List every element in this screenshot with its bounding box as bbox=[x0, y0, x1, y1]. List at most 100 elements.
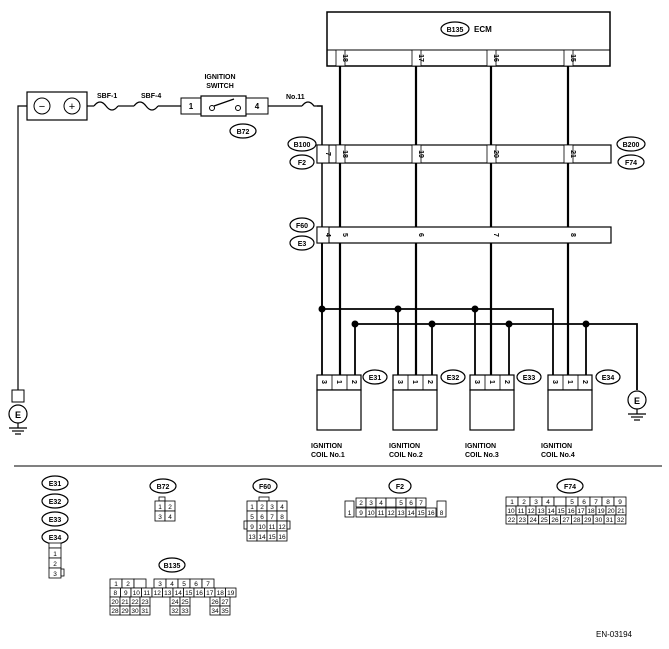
pin-number: 20 bbox=[607, 508, 615, 515]
connector-code: F60 bbox=[296, 223, 308, 230]
pin-number: 21 bbox=[121, 599, 129, 606]
coil-pin: 1 bbox=[335, 380, 342, 384]
coil-label: COIL No.1 bbox=[311, 452, 345, 459]
coil-code-badge bbox=[595, 369, 621, 385]
pin-number: 1 bbox=[53, 551, 57, 558]
connector-code: E3 bbox=[298, 241, 307, 248]
pin-number: 15 bbox=[557, 508, 565, 515]
connector-code-badge bbox=[252, 478, 278, 494]
pin-number: 17 bbox=[577, 508, 585, 515]
pin-number: 14 bbox=[407, 510, 415, 517]
connector-code: B200 bbox=[623, 142, 640, 149]
coil-pin: 3 bbox=[551, 380, 558, 384]
pin-number: 3 bbox=[158, 514, 162, 521]
coil-label: IGNITION bbox=[311, 443, 342, 450]
pin-number: 9 bbox=[250, 524, 254, 531]
connector-code: F60 bbox=[259, 484, 271, 491]
pin-number: 4 bbox=[170, 581, 174, 588]
ecm-pin: 18 bbox=[341, 54, 348, 62]
pin-cell bbox=[219, 605, 231, 616]
pin-number: 15 bbox=[417, 510, 425, 517]
ecm-pin: 16 bbox=[492, 54, 499, 62]
connector-pin: 5 bbox=[341, 233, 348, 237]
pin-cell bbox=[139, 605, 151, 616]
pin-number: 10 bbox=[507, 508, 515, 515]
pin-number: 31 bbox=[606, 517, 614, 524]
coil-label: COIL No.3 bbox=[465, 452, 499, 459]
pin-number: 13 bbox=[248, 534, 256, 541]
pin-number: 23 bbox=[141, 599, 149, 606]
pin-number: 20 bbox=[111, 599, 119, 606]
battery-plus: + bbox=[69, 101, 75, 113]
ground-symbol: E bbox=[8, 404, 28, 435]
pin-number: 5 bbox=[570, 499, 574, 506]
ignition-coil: 3 1 2 E33 IGNITION COIL No.3 bbox=[465, 369, 542, 459]
pin-number: 22 bbox=[508, 517, 516, 524]
coil-code: E33 bbox=[523, 375, 536, 382]
ground-symbol: E bbox=[627, 390, 647, 421]
pin-number: 9 bbox=[359, 510, 363, 517]
coil-label: COIL No.4 bbox=[541, 452, 575, 459]
pin-number: 7 bbox=[270, 514, 274, 521]
pin-number: 35 bbox=[221, 608, 229, 615]
pin-cell bbox=[614, 514, 627, 525]
ignition-coil: 3 1 2 E31 IGNITION COIL No.1 bbox=[311, 369, 388, 459]
pin-number: 13 bbox=[164, 590, 172, 597]
power-bus bbox=[321, 243, 554, 375]
coil-pin: 2 bbox=[581, 380, 588, 384]
connector-code-badge bbox=[556, 478, 584, 494]
pin-number: 10 bbox=[258, 524, 266, 531]
pin-number: 10 bbox=[133, 590, 141, 597]
pin-number: 6 bbox=[409, 500, 413, 507]
pin-number: 21 bbox=[617, 508, 625, 515]
coil-pin: 2 bbox=[350, 380, 357, 384]
connector-code: E31 bbox=[49, 481, 62, 488]
connector-pin: 21 bbox=[569, 150, 576, 158]
pin-number: 8 bbox=[606, 499, 610, 506]
pin-number: 8 bbox=[440, 510, 444, 517]
connector-code: B72 bbox=[157, 484, 170, 491]
pin-number: 22 bbox=[131, 599, 139, 606]
pin-cell bbox=[225, 587, 237, 598]
connector-code-badge bbox=[617, 154, 645, 170]
coil-label: IGNITION bbox=[389, 443, 420, 450]
switch-pin: 4 bbox=[255, 102, 260, 111]
pin-number: 32 bbox=[617, 517, 625, 524]
connector-code-badge bbox=[41, 511, 69, 527]
pin-number: 5 bbox=[250, 514, 254, 521]
ecm-pin: 15 bbox=[569, 54, 576, 62]
coil-code: E31 bbox=[369, 375, 382, 382]
ecm-pin: 17 bbox=[417, 54, 424, 62]
pin-number: 12 bbox=[278, 524, 286, 531]
pin-number: 18 bbox=[217, 590, 225, 597]
pin-number: 28 bbox=[573, 517, 581, 524]
coil-label: COIL No.2 bbox=[389, 452, 423, 459]
coil-pin: 3 bbox=[396, 380, 403, 384]
pin-number: 3 bbox=[53, 571, 57, 578]
pin-cell bbox=[344, 500, 355, 518]
connector-pin: 7 bbox=[324, 152, 331, 156]
coil-pin: 1 bbox=[411, 380, 418, 384]
connector-pin: 8 bbox=[569, 233, 576, 237]
pin-cell bbox=[276, 530, 288, 542]
pin-number: 9 bbox=[124, 590, 128, 597]
pin-number: 4 bbox=[546, 499, 550, 506]
pin-number: 27 bbox=[221, 599, 229, 606]
connector-pin: 6 bbox=[417, 233, 424, 237]
connector-pin: 18 bbox=[341, 150, 348, 158]
coil-label: IGNITION bbox=[541, 443, 572, 450]
connector-b100: B100 F2 B200 F74 7 18 19 20 21 bbox=[287, 136, 646, 170]
pin-number: 11 bbox=[378, 510, 385, 517]
wire-label: No.11 bbox=[286, 94, 305, 101]
connector-code: F2 bbox=[396, 484, 404, 491]
pin-number: 26 bbox=[211, 599, 219, 606]
pin-number: 23 bbox=[519, 517, 527, 524]
switch-code-badge bbox=[229, 123, 257, 139]
pin-number: 2 bbox=[359, 500, 363, 507]
pin-number: 34 bbox=[211, 608, 219, 615]
figure-id: EN-03194 bbox=[596, 630, 633, 639]
coil-code-badge bbox=[440, 369, 466, 385]
connector-code: B135 bbox=[164, 563, 181, 570]
